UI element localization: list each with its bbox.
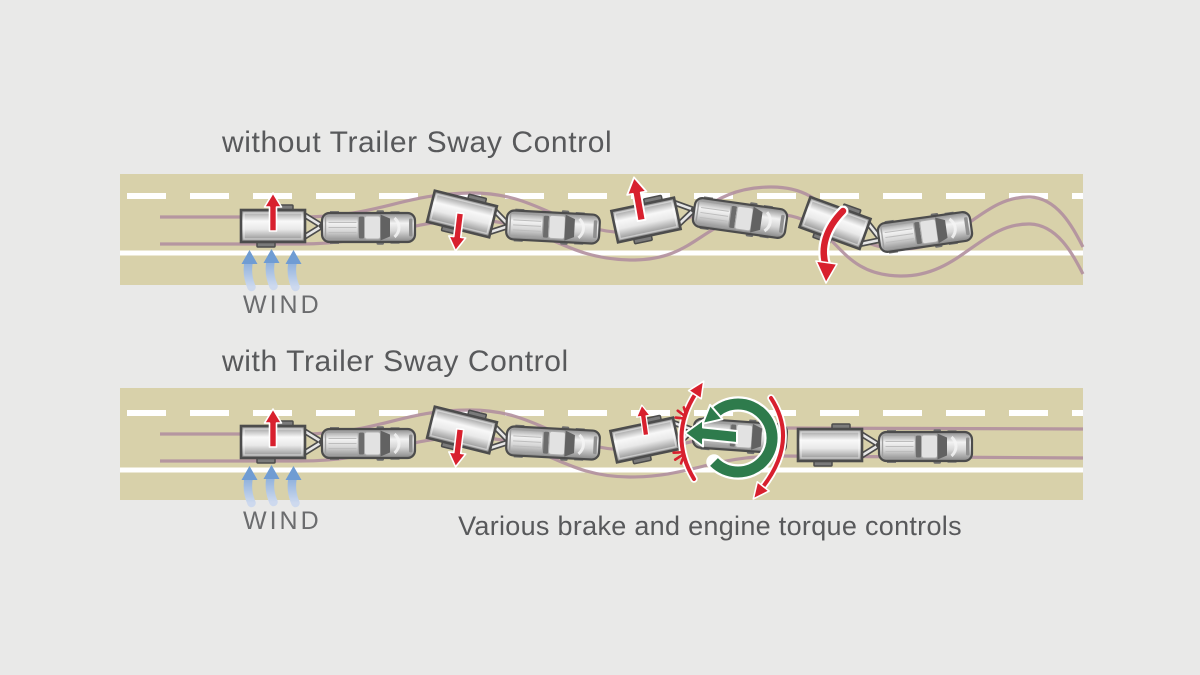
sway-oscillation-arc-icon — [752, 394, 787, 500]
engine-torque-arrow-icon — [684, 419, 738, 448]
yaw-correction-ring-icon — [701, 396, 780, 480]
wind-arrows-icon — [242, 249, 302, 287]
road-scene-without-tsc — [120, 174, 1085, 287]
wind-label-top: WIND — [243, 291, 322, 319]
wind-label-bottom: WIND — [243, 507, 322, 535]
title-without-tsc: without Trailer Sway Control — [222, 126, 613, 159]
sway-oscillation-arc-icon — [677, 380, 705, 483]
rig-position-3-correcting — [609, 380, 790, 500]
sway-curved-arrow-icon — [815, 205, 849, 284]
road-scene-with-tsc — [120, 380, 1084, 503]
title-with-tsc: with Trailer Sway Control — [222, 345, 569, 378]
rig-position-4 — [798, 192, 975, 284]
wind-arrows-icon — [242, 465, 302, 503]
caption-brake-engine-controls: Various brake and engine torque controls — [458, 511, 962, 541]
